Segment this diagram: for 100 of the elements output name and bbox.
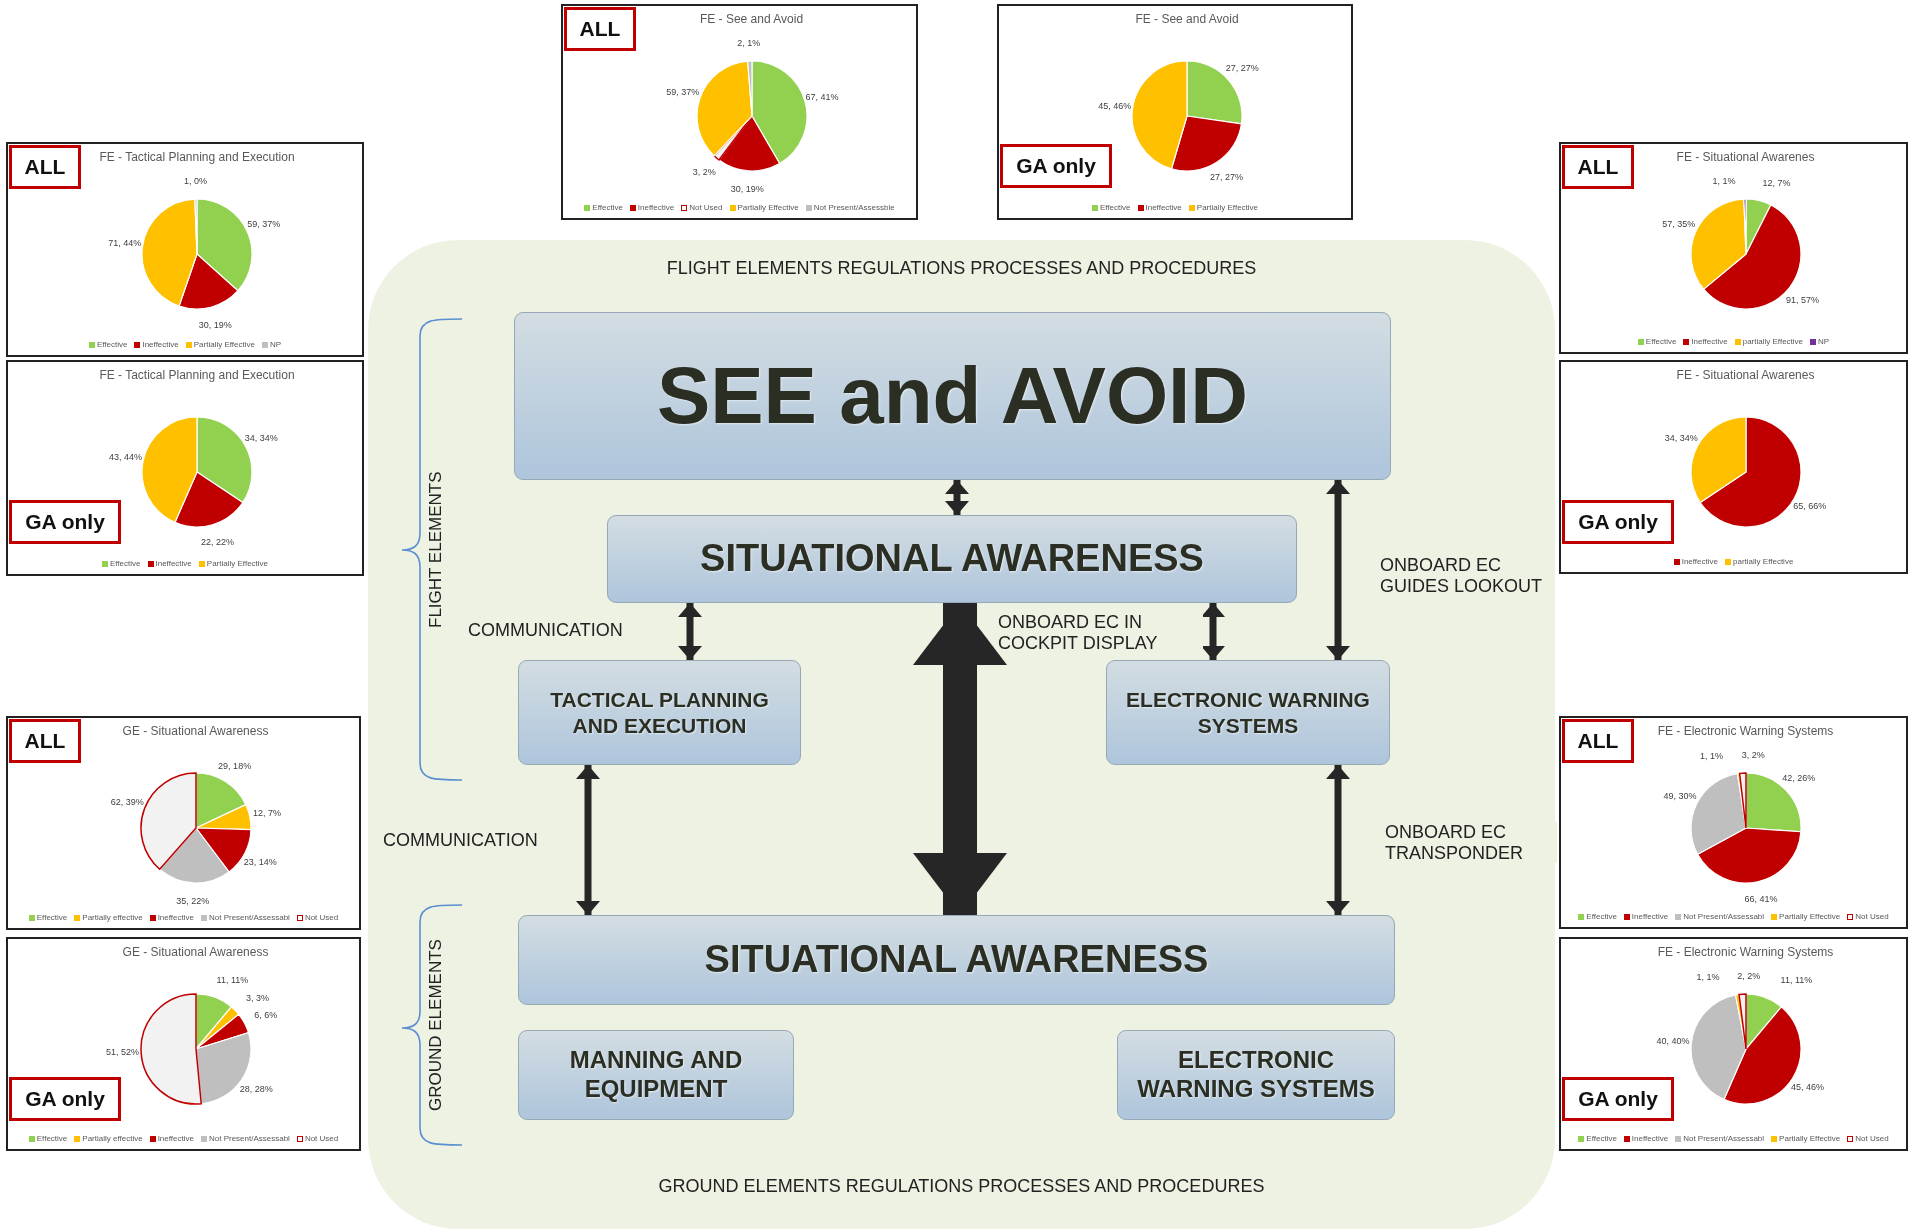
chart-title: FE - Situational Awarenes	[1676, 368, 1815, 382]
data-label: 27, 27%	[1225, 63, 1259, 74]
legend-label: Partially Effective	[206, 559, 269, 568]
data-label: 22, 22%	[201, 537, 235, 548]
chart-title: FE - Electronic Warning Systems	[1657, 945, 1834, 959]
double-arrow	[1326, 765, 1350, 915]
data-label: 3, 2%	[1741, 750, 1765, 761]
chart-panel	[6, 937, 361, 1151]
process-box: ELECTRONIC WARNING SYSTEMS	[1106, 660, 1390, 765]
legend-label: Not Used	[1855, 1134, 1889, 1143]
data-label: 45, 46%	[1791, 1082, 1825, 1093]
data-label: 30, 19%	[730, 183, 764, 194]
data-label: 27, 27%	[1209, 172, 1243, 183]
chart-title: FE - Tactical Planning and Execution	[99, 150, 295, 164]
data-label: 30, 19%	[198, 319, 232, 330]
data-label: 29, 18%	[218, 761, 252, 772]
data-label: 91, 57%	[1786, 294, 1820, 305]
data-label: 65, 66%	[1793, 501, 1827, 512]
data-label: 3, 3%	[246, 992, 269, 1003]
chart-title: FE - See and Avoid	[699, 12, 804, 26]
double-arrow	[945, 480, 969, 515]
legend-label: Effective	[1586, 912, 1617, 921]
data-label: 3, 2%	[692, 166, 716, 177]
data-label: 11, 11%	[1780, 975, 1813, 986]
process-box: TACTICAL PLANNING AND EXECUTION	[518, 660, 801, 765]
legend-label: Effective	[96, 340, 128, 349]
data-label: 34, 34%	[244, 432, 278, 443]
legend-label: NP	[270, 340, 282, 349]
group-label: GROUND ELEMENTS	[426, 938, 446, 1113]
data-label: 57, 35%	[1662, 219, 1696, 230]
chart-panel	[6, 142, 364, 357]
section-heading: GROUND ELEMENTS REGULATIONS PROCESSES AND PROCEDURES	[658, 1176, 1265, 1197]
data-label: 40, 40%	[1656, 1035, 1690, 1046]
legend-label: Not Present/Assessabl	[1683, 1134, 1765, 1143]
data-label: 49, 30%	[1663, 790, 1697, 801]
legend-label: Partially Effective	[737, 203, 799, 212]
legend-label: Ineffective	[1691, 337, 1728, 346]
legend-label: Ineffective	[1145, 203, 1182, 212]
double-arrow	[913, 603, 1007, 915]
chart-title: FE - Tactical Planning and Execution	[99, 368, 295, 382]
process-box: SITUATIONAL AWARENESS	[518, 915, 1395, 1005]
data-label: 1, 0%	[184, 176, 208, 186]
data-label: 66, 41%	[1744, 894, 1778, 905]
legend-label: Ineffective	[157, 913, 194, 922]
chart-panel	[6, 716, 361, 930]
data-label: 35, 22%	[176, 895, 210, 906]
group-tag: GA only	[1562, 1077, 1674, 1121]
group-tag: ALL	[1562, 719, 1634, 763]
data-label: 59, 37%	[247, 219, 281, 230]
group-tag: ALL	[1562, 145, 1634, 189]
legend-label: Effective	[36, 1134, 68, 1143]
legend-label: Effective	[592, 203, 623, 212]
legend-label: partially Effective	[1742, 337, 1804, 346]
double-arrow	[576, 765, 600, 915]
legend-label: Not Used	[689, 203, 723, 212]
group-tag: ALL	[564, 7, 636, 51]
data-label: 71, 44%	[108, 238, 142, 249]
chart-panel	[1559, 142, 1908, 354]
legend-label: NP	[1818, 337, 1830, 346]
legend-label: Not Present/Assessabl	[208, 913, 290, 922]
double-arrow	[1326, 480, 1350, 660]
legend-label: Effective	[1586, 1134, 1617, 1143]
group-tag: ALL	[9, 719, 81, 763]
data-label: 59, 37%	[666, 86, 700, 97]
group-tag: GA only	[1000, 144, 1112, 188]
chart-panel	[6, 360, 364, 576]
data-label: 2, 1%	[737, 38, 761, 49]
legend-label: Effective	[1099, 203, 1131, 212]
legend-label: Partially effective	[82, 1134, 143, 1143]
process-box: MANNING AND EQUIPMENT	[518, 1030, 794, 1120]
data-label: 23, 14%	[243, 856, 277, 867]
data-label: 1, 1%	[1696, 971, 1720, 982]
legend-label: Ineffective	[155, 559, 192, 568]
data-label: 62, 39%	[110, 797, 144, 808]
legend-label: Effective	[109, 559, 141, 568]
double-arrow	[678, 603, 702, 660]
group-tag: ALL	[9, 145, 81, 189]
data-label: 34, 34%	[1664, 432, 1698, 443]
chart-panel	[997, 4, 1353, 220]
legend-label: partially Effective	[1733, 557, 1794, 566]
legend-label: Ineffective	[637, 203, 675, 212]
legend-label: Partially effective	[82, 913, 143, 922]
group-tag: GA only	[9, 1077, 121, 1121]
data-label: 43, 44%	[109, 452, 143, 463]
legend-label: Effective	[1645, 337, 1677, 346]
data-label: 51, 52%	[106, 1047, 140, 1058]
data-label: 6, 6%	[254, 1009, 278, 1020]
chart-title: FE - Situational Awarenes	[1676, 150, 1815, 164]
legend-label: Partially Effective	[1779, 1134, 1841, 1143]
data-label: 12, 7%	[1762, 178, 1791, 188]
legend-label: Ineffective	[1681, 557, 1718, 566]
group-label: FLIGHT ELEMENTS	[426, 470, 446, 631]
data-label: 42, 26%	[1782, 773, 1816, 784]
data-label: 11, 11%	[216, 975, 249, 986]
data-label: 1, 1%	[1712, 176, 1736, 186]
data-label: 28, 28%	[239, 1084, 273, 1095]
legend-label: Not Used	[304, 1134, 339, 1143]
legend-label: Ineffective	[142, 340, 179, 349]
legend-label: Partially Effective	[193, 340, 255, 349]
legend-label: Partially Effective	[1779, 912, 1841, 921]
